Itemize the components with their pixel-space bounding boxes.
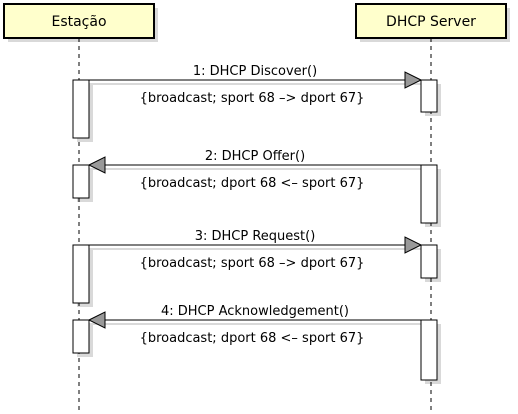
message-arrowhead-icon <box>87 311 106 329</box>
message-2: 2: DHCP Offer() {broadcast; dport 68 <– s… <box>87 149 421 191</box>
message-label: 2: DHCP Offer() <box>205 149 305 164</box>
server-label: DHCP Server <box>386 14 476 30</box>
estacao-activation-bar <box>72 79 90 139</box>
message-1: 1: DHCP Discover() {broadcast; sport 68 –… <box>89 64 423 106</box>
message-note: {broadcast; dport 68 <– sport 67} <box>140 176 365 191</box>
message-note: {broadcast; sport 68 –> dport 67} <box>140 256 365 271</box>
estacao-activation-bar <box>72 164 90 199</box>
message-label: 4: DHCP Acknowledgement() <box>161 304 349 319</box>
server-activation-bar <box>420 244 438 279</box>
message-label: 1: DHCP Discover() <box>193 64 317 79</box>
message-arrowhead-icon <box>404 236 423 254</box>
server-activation-bar <box>420 319 438 381</box>
message-arrowhead-icon <box>404 71 423 89</box>
message-note: {broadcast; sport 68 –> dport 67} <box>140 91 365 106</box>
estacao-box <box>3 3 155 39</box>
server-activation-bar <box>420 164 438 224</box>
server-activation-bar <box>420 79 438 113</box>
server-box <box>355 3 507 39</box>
message-note: {broadcast; dport 68 <– sport 67} <box>140 331 365 346</box>
message-label: 3: DHCP Request() <box>195 229 316 244</box>
message-3: 3: DHCP Request() {broadcast; sport 68 –>… <box>89 229 423 271</box>
estacao-label: Estação <box>51 14 106 30</box>
estacao-activation-bar <box>72 319 90 354</box>
message-4: 4: DHCP Acknowledgement() {broadcast; dpo… <box>87 304 421 346</box>
message-arrowhead-icon <box>87 156 106 174</box>
estacao-activation-bar <box>72 244 90 304</box>
